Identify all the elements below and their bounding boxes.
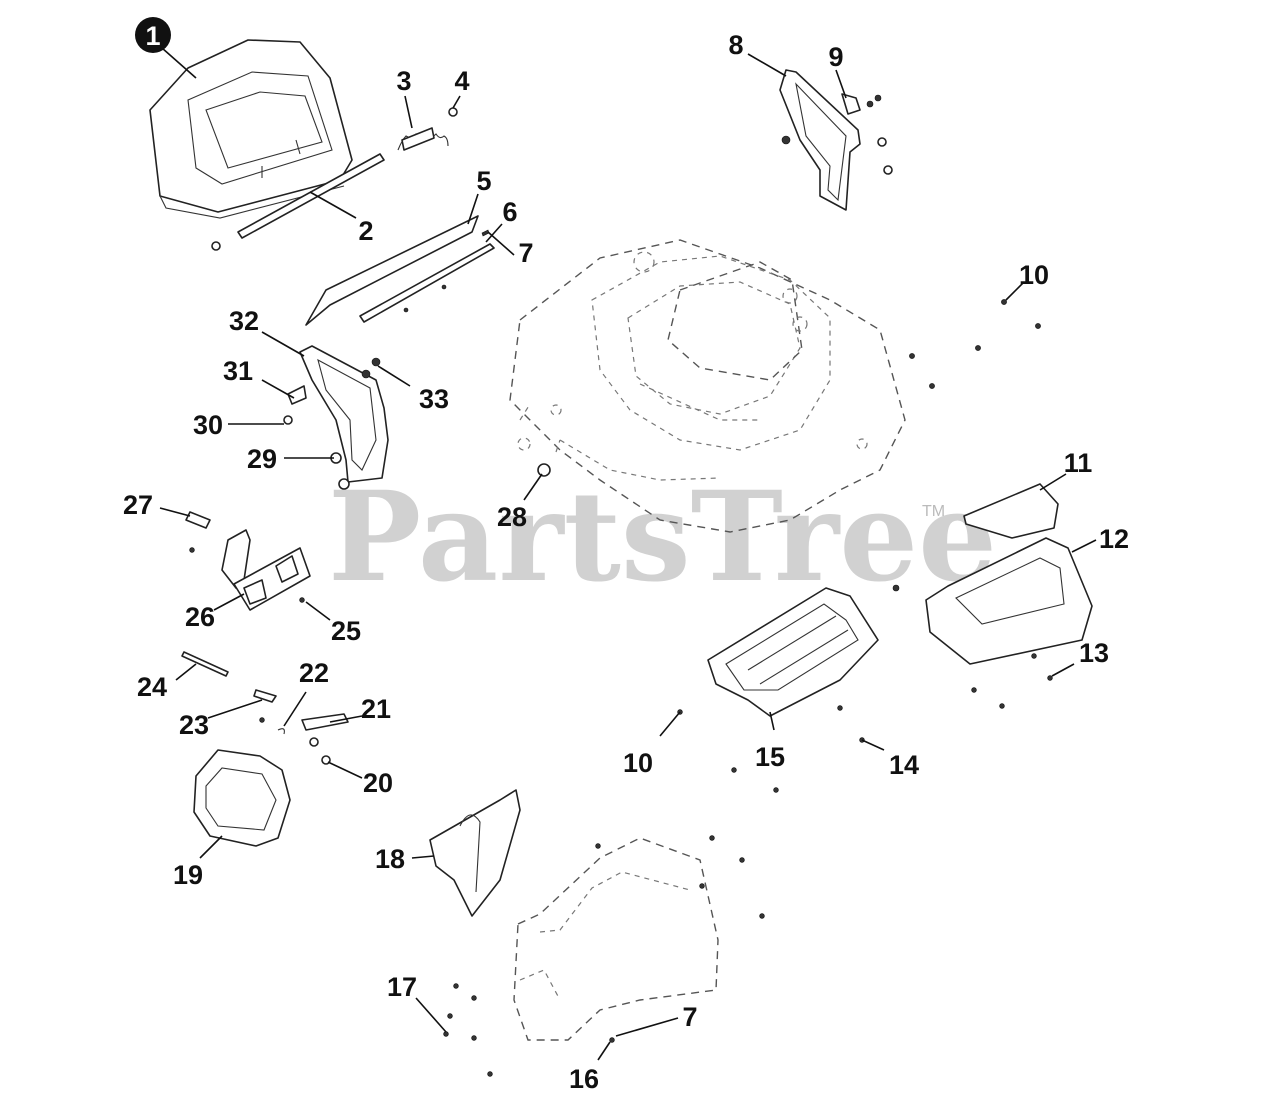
- callout-8: 8: [728, 30, 743, 60]
- part-left-bracket: [283, 345, 389, 490]
- part-handle-hardware: [181, 651, 349, 765]
- watermark-trademark: TM: [922, 503, 945, 520]
- callout-30: 30: [193, 410, 223, 440]
- callout-19: 19: [173, 860, 203, 890]
- part-spring-nut: [397, 107, 458, 151]
- callout-2: 2: [358, 216, 373, 246]
- callout-15: 15: [755, 742, 785, 772]
- callout-32: 32: [229, 306, 259, 336]
- leader-lines: [159, 47, 1097, 1061]
- callout-16: 16: [569, 1064, 599, 1094]
- callout-9: 9: [828, 42, 843, 72]
- callout-31: 31: [223, 356, 253, 386]
- callout-25: 25: [331, 616, 361, 646]
- part-handle-grip: [193, 749, 291, 847]
- part-rod: [211, 153, 385, 251]
- part-front-tray: [677, 587, 879, 793]
- watermark-text: PartsTree: [328, 465, 997, 610]
- part-latch-assembly: [185, 511, 311, 611]
- callout-29: 29: [247, 444, 277, 474]
- callout-28: 28: [497, 502, 527, 532]
- part-nut: [537, 463, 551, 477]
- callout-7-top: 7: [518, 238, 533, 268]
- part-mower-deck: [509, 239, 906, 533]
- part-right-bracket: [779, 69, 893, 211]
- callout-18: 18: [375, 844, 405, 874]
- callouts: 1 2 3 4 5 6 7 8 9 10 11 12 13 10 14 15 1…: [123, 17, 1129, 1094]
- callout-3: 3: [396, 66, 411, 96]
- part-rear-door: [149, 39, 353, 219]
- callout-33: 33: [419, 384, 449, 414]
- callout-14: 14: [889, 750, 919, 780]
- callout-20: 20: [363, 768, 393, 798]
- callout-11: 11: [1064, 448, 1093, 478]
- callout-4: 4: [454, 66, 469, 96]
- callout-12: 12: [1099, 524, 1129, 554]
- callout-22: 22: [299, 658, 329, 688]
- callout-5: 5: [476, 166, 491, 196]
- callout-23: 23: [179, 710, 209, 740]
- callout-24: 24: [137, 672, 167, 702]
- callout-13: 13: [1079, 638, 1109, 668]
- callout-1: 1: [145, 21, 160, 51]
- part-chute: [429, 789, 521, 917]
- watermark: PartsTree TM: [328, 465, 997, 610]
- part-lower-housing: [443, 835, 765, 1077]
- callout-26: 26: [185, 602, 215, 632]
- part-flaps: [305, 215, 495, 326]
- callout-21: 21: [361, 694, 391, 724]
- callout-7-bottom: 7: [682, 1002, 697, 1032]
- callout-10-bottom: 10: [623, 748, 653, 778]
- part-screws-deck: [909, 299, 1041, 389]
- callout-27: 27: [123, 490, 153, 520]
- part-front-covers: [892, 483, 1093, 709]
- callout-1-badge: [135, 17, 171, 53]
- callout-6: 6: [502, 197, 517, 227]
- callout-10-top: 10: [1019, 260, 1049, 290]
- callout-17: 17: [387, 972, 417, 1002]
